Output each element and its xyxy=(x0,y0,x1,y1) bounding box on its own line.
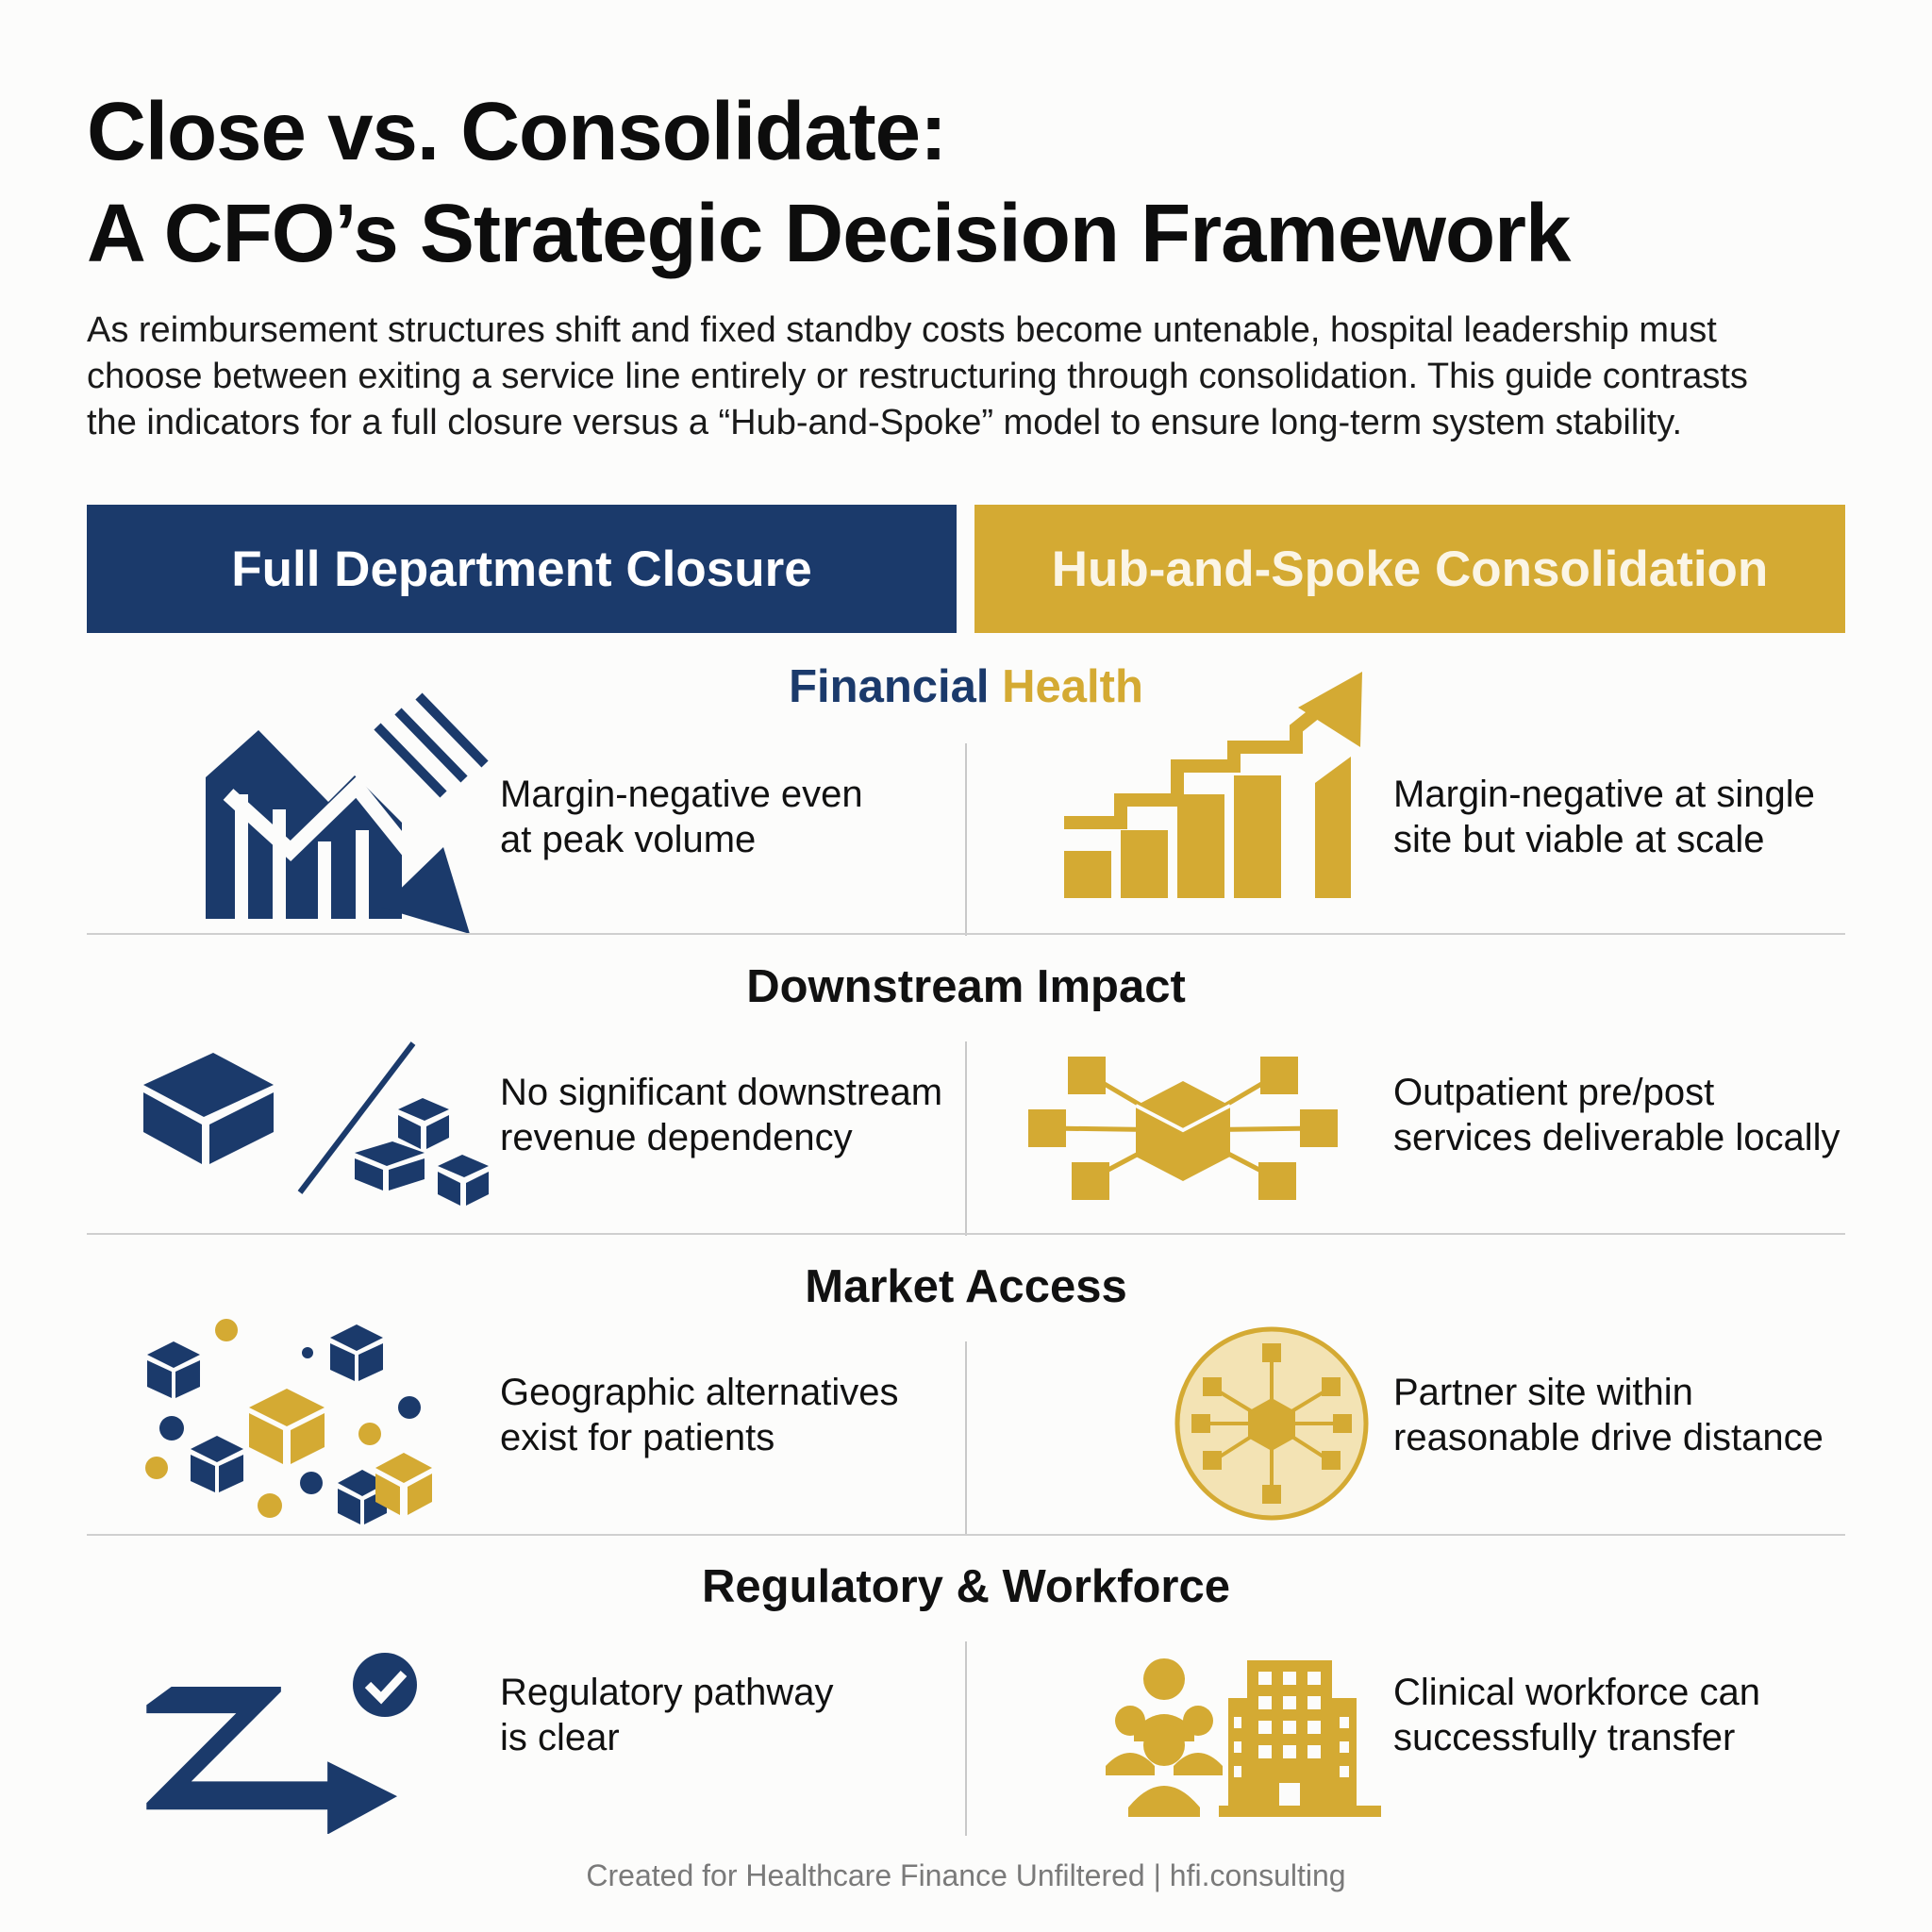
section-title: Market Access xyxy=(805,1261,1127,1312)
intro-paragraph: As reimbursement structures shift and fi… xyxy=(87,308,1879,446)
footer-credit: Created for Healthcare Finance Unfiltere… xyxy=(586,1858,1346,1892)
criterion-text-consolidation: Margin-negative at single site but viabl… xyxy=(1393,772,1815,862)
partner-hub-circle-icon xyxy=(1174,1326,1369,1521)
column-divider xyxy=(965,743,967,936)
criterion-line-1: Margin-negative at single xyxy=(1393,774,1815,815)
criterion-text-closure: No significant downstream revenue depend… xyxy=(500,1070,942,1160)
criterion-line-1: Regulatory pathway xyxy=(500,1672,834,1713)
column-divider xyxy=(965,1341,967,1536)
section-downstream-impact: Downstream Impact No significant downstr… xyxy=(87,960,1845,1236)
criterion-line-2: at peak volume xyxy=(500,819,757,860)
criterion-line-2: successfully transfer xyxy=(1393,1717,1736,1758)
criterion-text-consolidation: Clinical workforce can successfully tran… xyxy=(1393,1670,1760,1760)
section-divider xyxy=(87,1233,1845,1235)
section-financial-health: Financial Health Margin-negative even at… xyxy=(87,660,1845,936)
intro-line-3: the indicators for a full closure versus… xyxy=(87,403,1683,442)
workforce-building-icon xyxy=(1106,1658,1381,1817)
section-divider xyxy=(87,1534,1845,1536)
section-market-access: Market Access Geographic alternatives ex… xyxy=(87,1260,1845,1536)
criterion-text-closure: Geographic alternatives exist for patien… xyxy=(500,1370,898,1460)
criterion-line-2: site but viable at scale xyxy=(1393,819,1765,860)
scattered-blocks-icon xyxy=(145,1319,432,1524)
column-header-full-closure: Full Department Closure xyxy=(87,505,957,633)
page-title: Close vs. Consolidate: A CFO’s Strategic… xyxy=(87,81,1860,285)
criterion-line-2: revenue dependency xyxy=(500,1117,853,1158)
criterion-line-2: services deliverable locally xyxy=(1393,1117,1840,1158)
criterion-line-2: reasonable drive distance xyxy=(1393,1417,1824,1458)
column-divider xyxy=(965,1641,967,1836)
section-divider xyxy=(87,933,1845,935)
criterion-text-closure: Regulatory pathway is clear xyxy=(500,1670,834,1760)
declining-chart-icon xyxy=(206,692,489,934)
column-divider xyxy=(965,1041,967,1236)
section-title: Financial Health xyxy=(87,660,1845,713)
column-header-hub-and-spoke: Hub-and-Spoke Consolidation xyxy=(974,505,1845,633)
criterion-text-consolidation: Partner site within reasonable drive dis… xyxy=(1393,1370,1824,1460)
growth-chart-icon xyxy=(1064,672,1362,898)
criterion-line-1: Partner site within xyxy=(1393,1372,1693,1413)
section-title: Downstream Impact xyxy=(746,961,1186,1012)
section-regulatory-workforce: Regulatory & Workforce Regulatory pathwa… xyxy=(87,1560,1845,1836)
intro-line-1: As reimbursement structures shift and fi… xyxy=(87,310,1717,350)
section-title: Regulatory & Workforce xyxy=(702,1561,1230,1612)
criterion-line-2: is clear xyxy=(500,1717,620,1758)
section-title-part-1: Financial xyxy=(789,661,1003,712)
section-title-part-2: Health xyxy=(1002,661,1143,712)
intro-line-2: choose between exiting a service line en… xyxy=(87,357,1748,396)
criterion-line-1: Margin-negative even xyxy=(500,774,863,815)
criterion-line-1: Clinical workforce can xyxy=(1393,1672,1761,1713)
broken-blocks-icon xyxy=(143,1041,489,1206)
criterion-text-consolidation: Outpatient pre/post services deliverable… xyxy=(1393,1070,1840,1160)
hub-network-icon xyxy=(1028,1057,1338,1200)
criterion-line-1: No significant downstream xyxy=(500,1072,943,1113)
title-line-1: Close vs. Consolidate: xyxy=(87,86,947,177)
title-line-2: A CFO’s Strategic Decision Framework xyxy=(87,188,1571,279)
criterion-line-2: exist for patients xyxy=(500,1417,775,1458)
clear-pathway-check-icon xyxy=(146,1653,417,1834)
criterion-line-1: Outpatient pre/post xyxy=(1393,1072,1715,1113)
criterion-line-1: Geographic alternatives xyxy=(500,1372,899,1413)
criterion-text-closure: Margin-negative even at peak volume xyxy=(500,772,863,862)
